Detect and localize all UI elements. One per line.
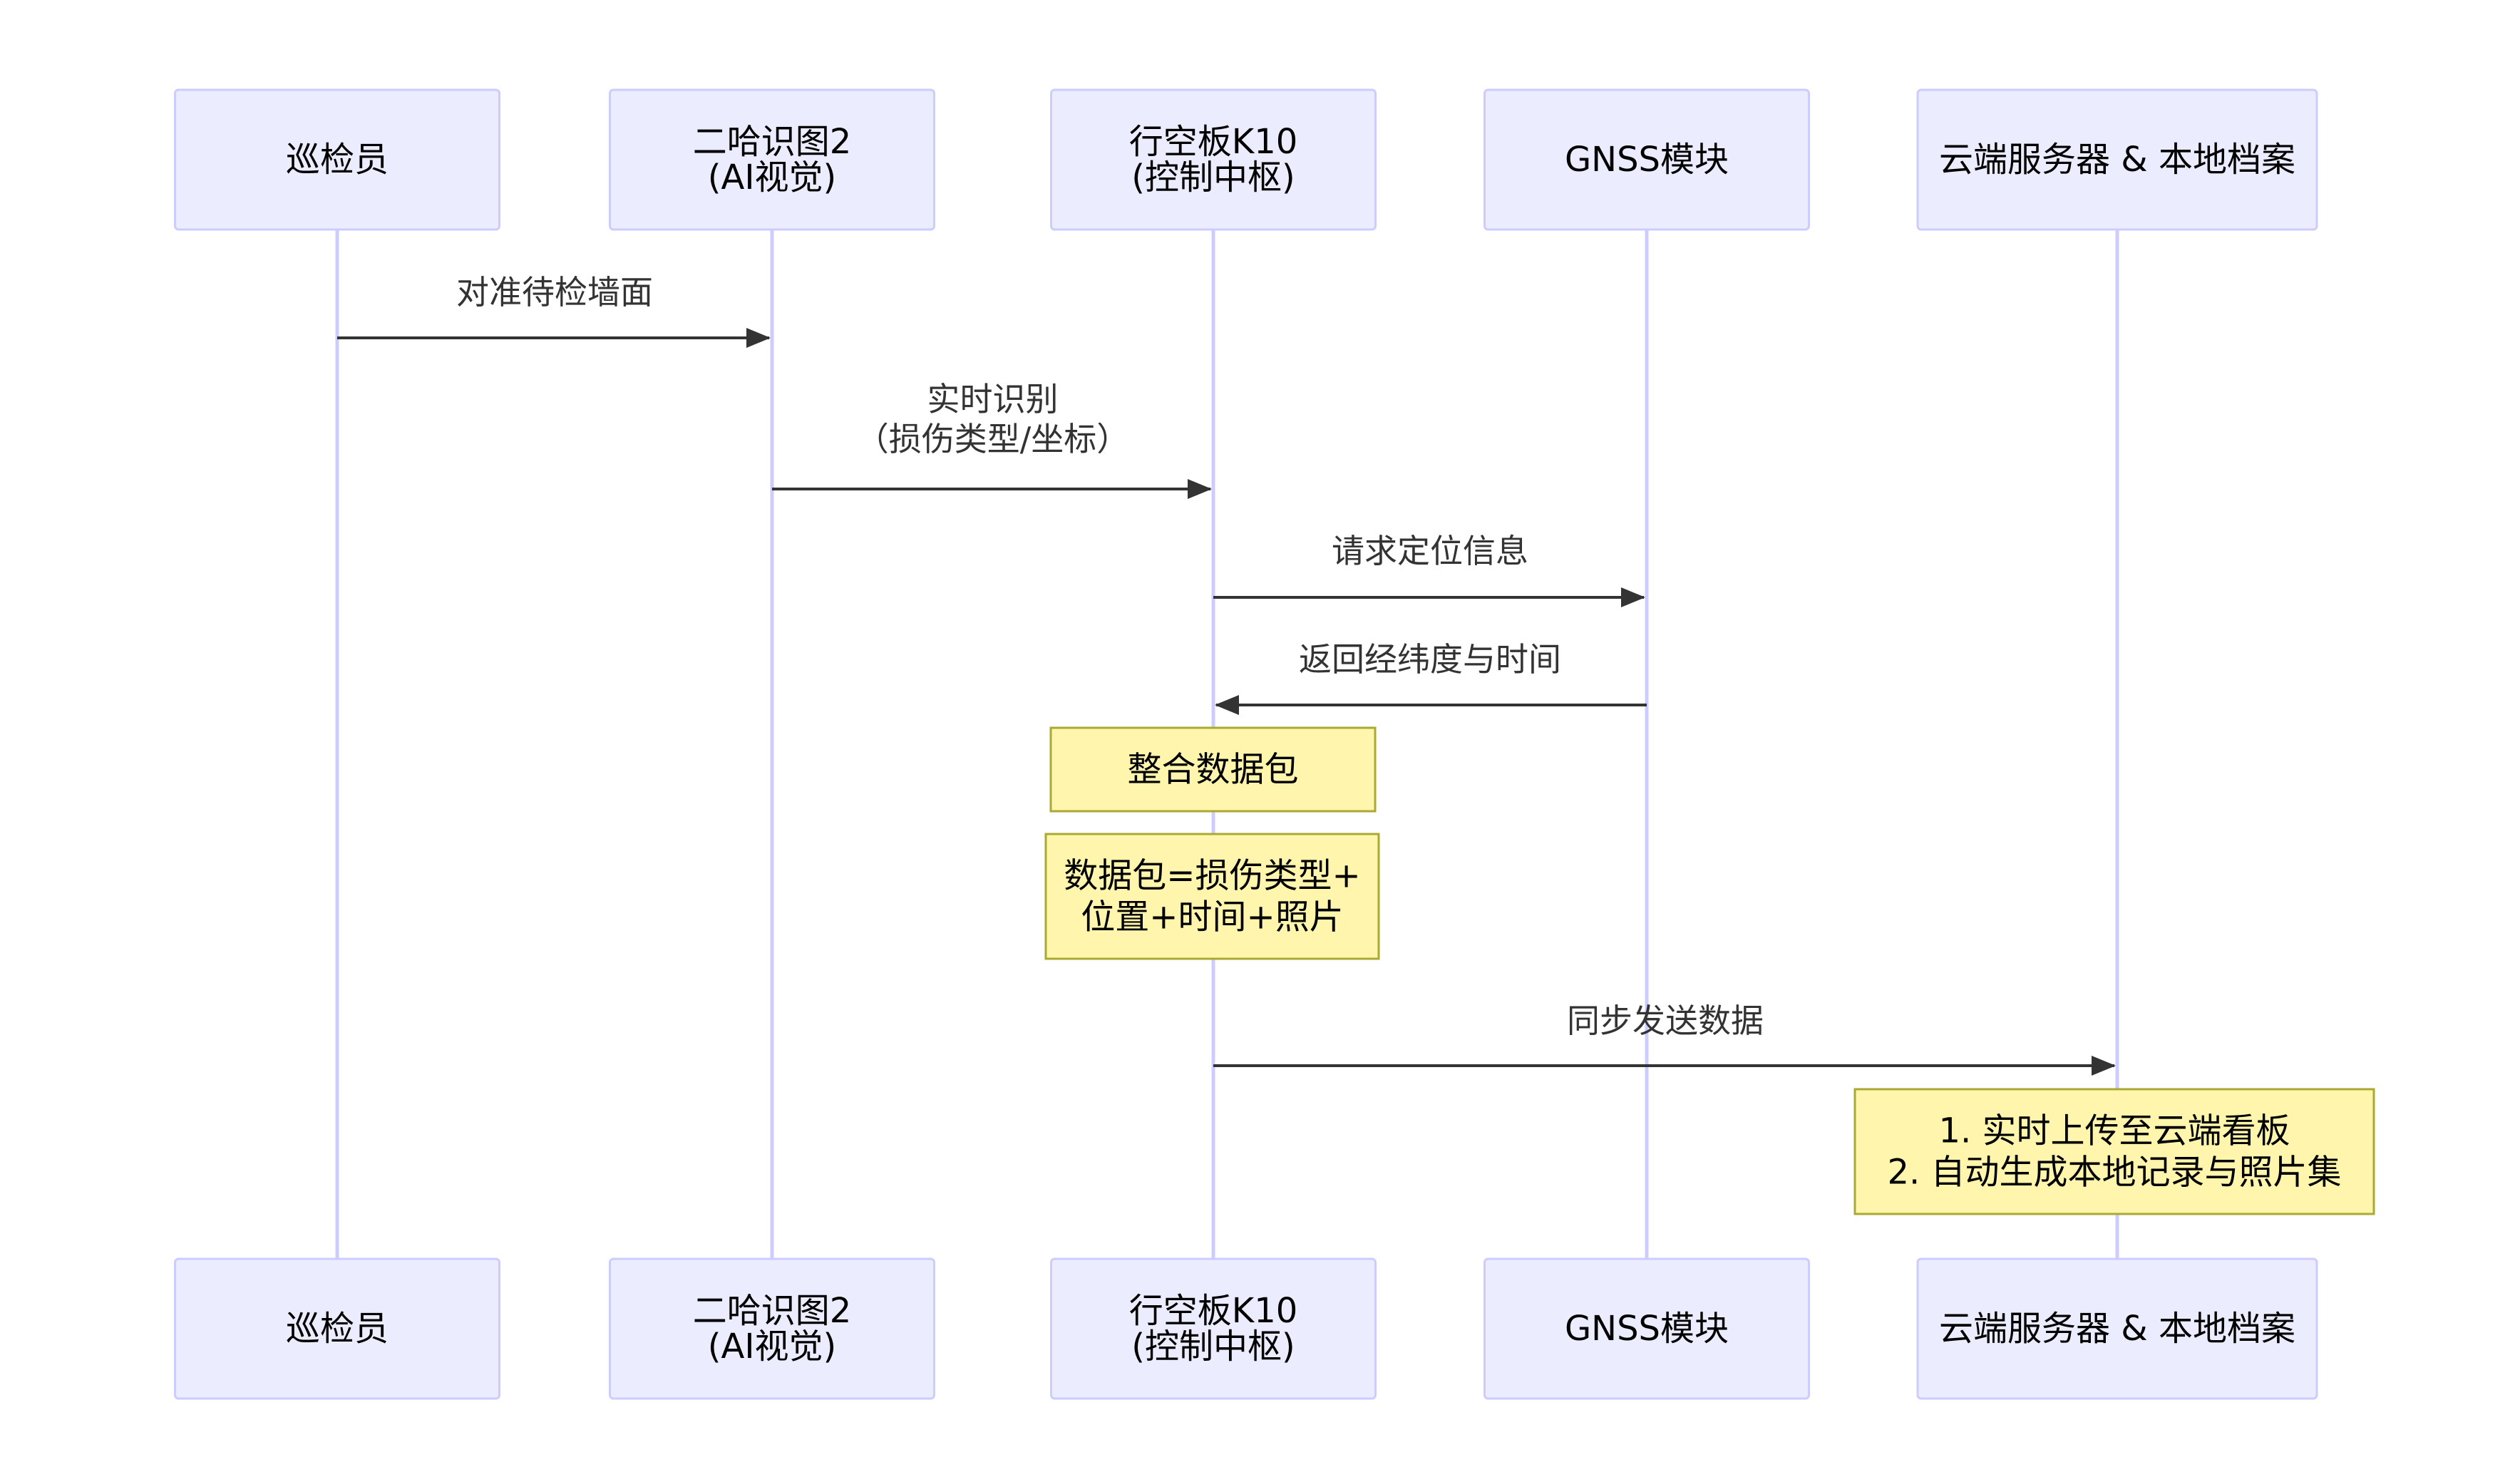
actor-box (174, 88, 500, 231)
actor-controller-bottom[interactable]: 行空板K10(控制中枢) (1050, 1257, 1377, 1400)
message-realtime-detect-label-line-1: 实时识别 (927, 380, 1059, 418)
actor-inspector-label-line-1: 巡检员 (286, 140, 389, 180)
message-sync-send-label-line-1: 同步发送数据 (1567, 1002, 1764, 1040)
note-cloud-actions-text-line-2: 2. 自动生成本地记录与照片集 (1887, 1153, 2341, 1193)
message-realtime-detect-label-line-2: （损伤类型/坐标） (856, 420, 1130, 458)
message-return-coords-label-line-1: 返回经纬度与时间 (1299, 640, 1561, 679)
note-merge-packet: 整合数据包 (1049, 726, 1377, 813)
message-aim-wall: 对准待检墙面 (337, 273, 771, 348)
actors-top: 巡检员 二哈识图2(AI视觉) 行空板K10(控制中枢) GNSS模块 云端服务器 & … (174, 88, 2318, 231)
actor-controller-top[interactable]: 行空板K10(控制中枢) (1050, 88, 1377, 231)
actor-box (1483, 88, 1810, 231)
actor-cloud-label-line-1: 云端服务器 & 本地档案 (1939, 1309, 2295, 1349)
note-cloud-actions-text-line-1: 1. 实时上传至云端看板 (1938, 1111, 2290, 1151)
actor-box (1050, 1257, 1377, 1400)
note-packet-content: 数据包=损伤类型+位置+时间+照片 (1044, 833, 1380, 960)
actor-controller-label-line-2: (控制中枢) (1131, 1327, 1295, 1367)
note-box (1049, 726, 1377, 813)
note-merge-packet-text-line-1: 整合数据包 (1127, 750, 1298, 790)
message-sync-send: 同步发送数据 (1213, 1002, 2116, 1076)
actor-cloud-label-line-1: 云端服务器 & 本地档案 (1939, 140, 2295, 180)
actor-controller-label-line-2: (控制中枢) (1131, 158, 1295, 197)
actor-controller-label-line-1: 行空板K10 (1129, 1291, 1298, 1331)
message-aim-wall-label-line-1: 对准待检墙面 (456, 273, 653, 312)
note-box (1044, 833, 1380, 960)
actor-vision-bottom[interactable]: 二哈识图2(AI视觉) (609, 1257, 935, 1400)
actors-bottom: 巡检员 二哈识图2(AI视觉) 行空板K10(控制中枢) GNSS模块 云端服务器 & … (174, 1257, 2318, 1400)
message-return-coords: 返回经纬度与时间 (1215, 640, 1647, 715)
note-box (1853, 1088, 2375, 1215)
actor-gnss-label-line-1: GNSS模块 (1565, 140, 1729, 180)
message-request-location-label-line-1: 请求定位信息 (1332, 532, 1528, 570)
note-packet-content-text-line-1: 数据包=损伤类型+ (1064, 856, 1360, 896)
actor-gnss-top[interactable]: GNSS模块 (1483, 88, 1810, 231)
actor-controller-label-line-1: 行空板K10 (1129, 122, 1298, 162)
actor-vision-label-line-1: 二哈识图2 (693, 1291, 852, 1331)
actor-box (609, 1257, 935, 1400)
actor-box (1483, 1257, 1810, 1400)
actor-box (609, 88, 935, 231)
actor-box (174, 1257, 500, 1400)
actor-gnss-label-line-1: GNSS模块 (1565, 1309, 1729, 1349)
actor-cloud-bottom[interactable]: 云端服务器 & 本地档案 (1916, 1257, 2318, 1400)
actor-vision-label-line-1: 二哈识图2 (693, 122, 852, 162)
note-packet-content-text-line-2: 位置+时间+照片 (1081, 897, 1343, 937)
actor-inspector-label-line-1: 巡检员 (286, 1309, 389, 1349)
actor-vision-label-line-2: (AI视觉) (708, 158, 836, 197)
actor-box (1050, 88, 1377, 231)
message-request-location: 请求定位信息 (1213, 532, 1645, 607)
actor-gnss-bottom[interactable]: GNSS模块 (1483, 1257, 1810, 1400)
actor-cloud-top[interactable]: 云端服务器 & 本地档案 (1916, 88, 2318, 231)
actor-inspector-bottom[interactable]: 巡检员 (174, 1257, 500, 1400)
actor-box (1916, 1257, 2318, 1400)
message-realtime-detect: 实时识别（损伤类型/坐标） (772, 380, 1212, 499)
actor-vision-top[interactable]: 二哈识图2(AI视觉) (609, 88, 935, 231)
actor-vision-label-line-2: (AI视觉) (708, 1327, 836, 1367)
actor-inspector-top[interactable]: 巡检员 (174, 88, 500, 231)
actor-box (1916, 88, 2318, 231)
